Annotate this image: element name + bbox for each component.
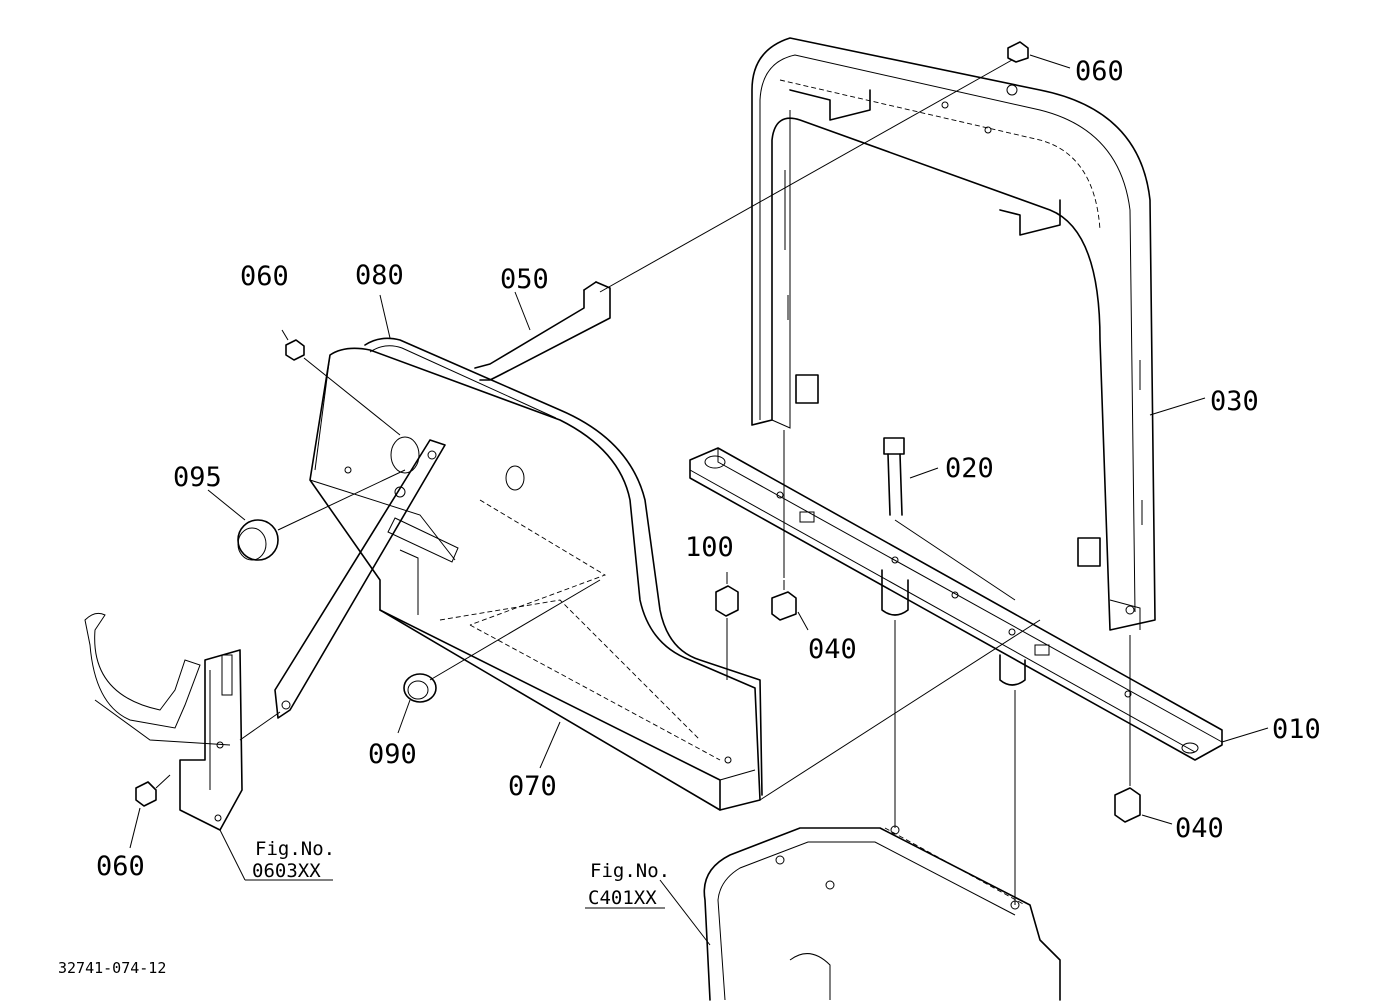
part-label-060-a: 060 [1075,56,1124,87]
part-label-040-b: 040 [1175,813,1224,844]
part-label-050: 050 [500,264,549,295]
part-label-070: 070 [508,771,557,802]
part-label-095: 095 [173,462,222,493]
part-labels: 010 020 030 040 040 050 060 060 060 070 … [96,56,1321,882]
fig-ref-caption-0603xx: Fig.No. [255,838,335,860]
fig-ref-caption-c401xx: Fig.No. [590,860,670,882]
bolt-060-mid [281,329,401,436]
rops-frame-030 [751,37,1156,631]
part-label-020: 020 [945,453,994,484]
bolt-100 [715,572,739,680]
part-label-060-b: 060 [240,261,289,292]
pins-010 [881,569,1026,686]
fig-ref-code-0603xx: 0603XX [252,860,321,882]
bracket-0603xx [84,612,333,881]
part-label-060-c: 060 [96,851,145,882]
figure-references: Fig.No. 0603XX Fig.No. C401XX [252,838,670,909]
nut-040-right [1114,635,1173,825]
bolt-060-bottom [129,774,171,849]
fig-ref-code-c401xx: C401XX [588,887,657,909]
part-label-090: 090 [368,739,417,770]
part-label-010: 010 [1272,714,1321,745]
stay-bar [274,439,446,719]
part-label-030: 030 [1210,386,1259,417]
part-label-100: 100 [685,532,734,563]
nut-040-left [771,430,809,631]
grommet-095 [207,469,406,561]
part-label-080: 080 [355,260,404,291]
part-label-040-a: 040 [808,634,857,665]
support-rod-050 [474,281,611,381]
grommet-090 [397,579,601,734]
engine-housing-c401xx [585,619,1061,1001]
drawing-code: 32741-074-12 [58,959,166,977]
bolt-060-top [599,41,1071,293]
cross-member-010 [689,447,1223,761]
bolt-020 [883,437,1016,601]
seal-strip-080 [364,294,763,796]
cover-070 [309,347,761,811]
